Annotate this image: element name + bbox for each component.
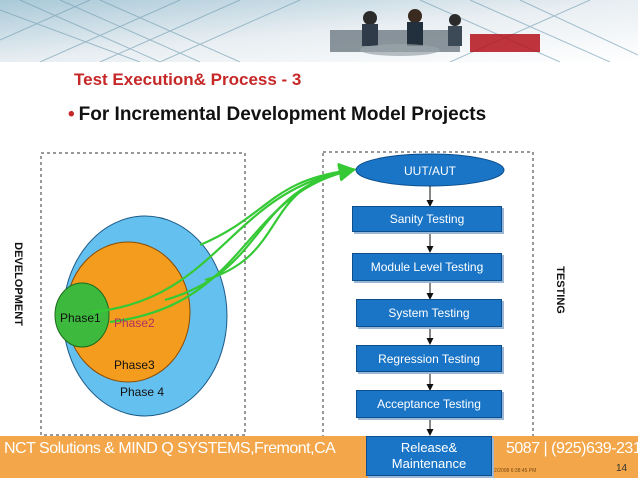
footer-left-text: NCT Solutions & MIND Q SYSTEMS,Fremont,C… [4,440,336,457]
phase4-label: Phase 4 [120,385,165,399]
bullet-text: For Incremental Development Model Projec… [78,104,487,125]
arrow-phase2 [109,164,357,324]
testing-label: TESTING [554,266,566,314]
release-line1: Release& [400,440,458,455]
arrow-phase1 [91,163,357,314]
bullet-item: •For Incremental Development Model Proje… [68,104,486,126]
development-frame [40,152,246,436]
uut-label: UUT/AUT [404,164,456,178]
release-maintenance-box: Release& Maintenance [366,436,492,476]
banner-graphic [0,0,638,62]
acceptance-testing-box: Acceptance Testing [356,390,502,418]
page-number: 14 [616,463,628,474]
footer-right-text: 5087 | (925)639-2316 [506,440,638,457]
system-testing-box: System Testing [356,299,502,327]
slide-title: Test Execution& Process - 3 [74,70,302,89]
sanity-testing-box: Sanity Testing [352,206,502,232]
development-label: DEVELOPMENT [12,242,24,326]
bullet-icon: • [68,104,75,125]
phase1-label: Phase1 [60,311,101,325]
regression-testing-box: Regression Testing [356,345,502,372]
footer-copyright: d © Proprietary 3/12/2008 6:38:45 PM [452,468,537,474]
testing-frame [322,151,534,443]
header-banner-image [0,0,638,62]
module-level-testing-box: Module Level Testing [352,253,502,281]
phase1-ellipse [54,282,110,348]
release-line2: Maintenance [391,456,467,471]
phase3-label: Phase3 [114,358,155,372]
footer-bar [0,436,638,478]
arrow-phase4 [204,163,357,282]
arrow-phase5 [199,162,357,247]
phase2-label: Phase2 [114,316,155,330]
